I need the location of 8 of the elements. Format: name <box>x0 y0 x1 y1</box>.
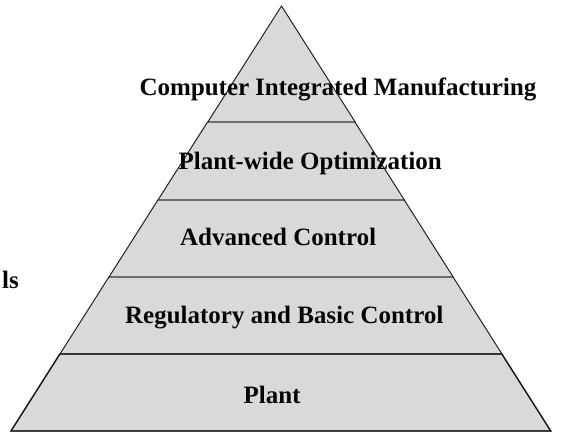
level-label: Regulatory and Basic Control <box>124 303 444 329</box>
pyramid-level <box>9 354 553 431</box>
level-label: Advanced Control <box>180 225 376 251</box>
pyramid-level <box>106 200 456 277</box>
pyramid-level <box>58 277 504 354</box>
level-label: Plant <box>244 383 300 409</box>
pyramid-level <box>138 6 538 122</box>
side-label: ls <box>2 268 19 294</box>
